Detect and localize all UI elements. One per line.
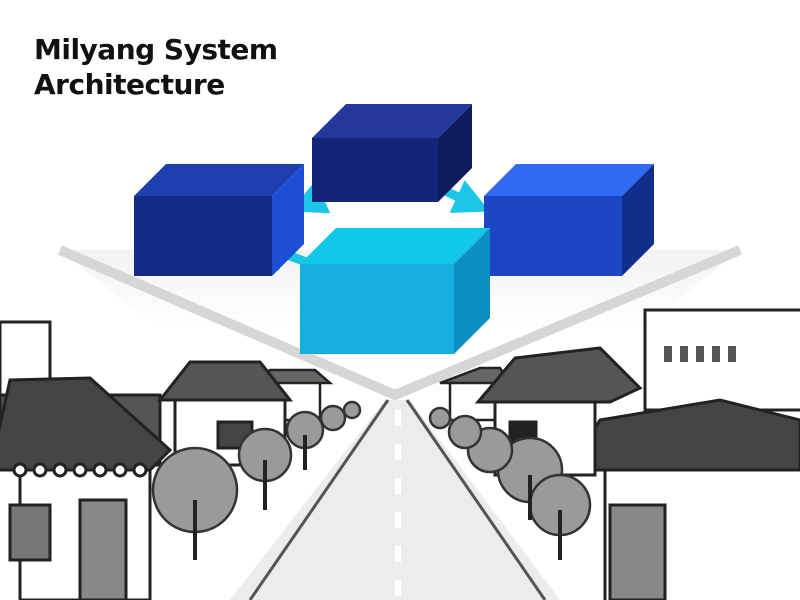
title-line-1: Milyang System [34, 33, 278, 66]
block-top-front [312, 138, 438, 202]
architecture-blocks [134, 104, 654, 354]
block-left-top [134, 164, 304, 196]
road-icon [230, 399, 560, 600]
block-top [312, 104, 472, 202]
block-left-side [272, 164, 304, 276]
block-center-front [300, 264, 454, 354]
block-right-side [622, 164, 654, 276]
block-right-front [484, 196, 622, 276]
page-title: Milyang System Architecture [34, 32, 278, 102]
block-left-front [134, 196, 272, 276]
block-top-top [312, 104, 472, 138]
block-right [484, 164, 654, 276]
block-center-side [454, 228, 490, 354]
tree-trunks [193, 435, 562, 560]
block-left [134, 164, 304, 276]
hanok-house-icon [0, 376, 173, 600]
block-center [300, 228, 490, 354]
hanok-house-icon [567, 398, 800, 600]
title-line-2: Architecture [34, 68, 225, 101]
block-right-top [484, 164, 654, 196]
block-top-side [438, 104, 472, 202]
block-center-top [300, 228, 490, 264]
